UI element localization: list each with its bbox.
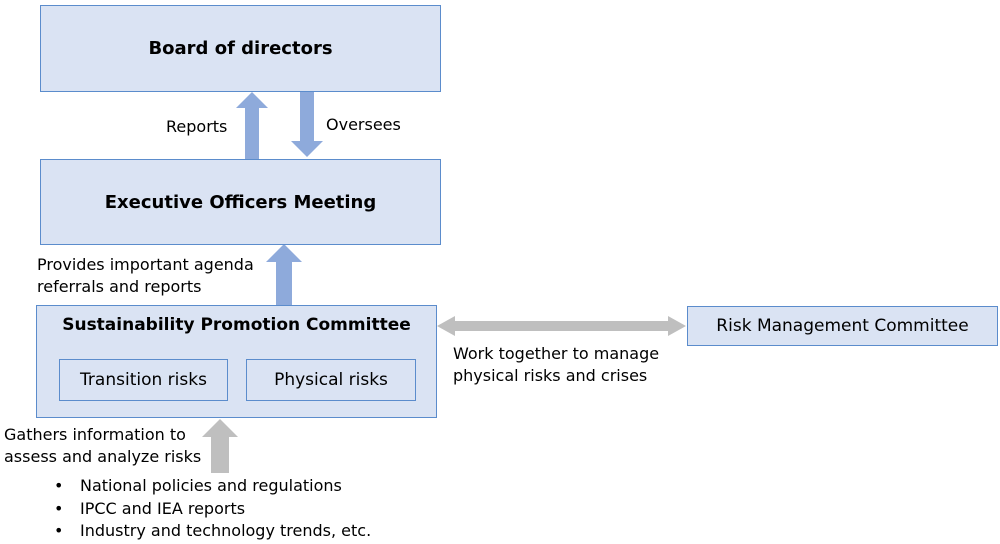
source-item: •National policies and regulations bbox=[54, 475, 371, 498]
source-item: •IPCC and IEA reports bbox=[54, 498, 371, 521]
source-item: •Industry and technology trends, etc. bbox=[54, 520, 371, 543]
gathers-label-line2: assess and analyze risks bbox=[4, 447, 202, 466]
sustainability-title: Sustainability Promotion Committee bbox=[62, 315, 411, 335]
risk-management-title: Risk Management Committee bbox=[716, 316, 969, 336]
provides-label-line1: Provides important agenda bbox=[37, 255, 254, 274]
sustainability-committee-box: Sustainability Promotion Committee Trans… bbox=[36, 305, 437, 418]
provides-label: Provides important agenda referrals and … bbox=[37, 254, 254, 298]
provides-label-line2: referrals and reports bbox=[37, 277, 202, 296]
bullet-icon: • bbox=[54, 521, 64, 540]
bullet-icon: • bbox=[54, 476, 64, 495]
gathers-arrow bbox=[202, 419, 238, 473]
physical-risks-box: Physical risks bbox=[246, 359, 416, 401]
board-of-directors-box: Board of directors bbox=[40, 5, 441, 92]
executive-officers-box: Executive Officers Meeting bbox=[40, 159, 441, 245]
work-together-line2: physical risks and crises bbox=[453, 366, 648, 385]
executive-title: Executive Officers Meeting bbox=[104, 191, 377, 213]
work-together-arrow bbox=[437, 316, 686, 336]
physical-risks-label: Physical risks bbox=[274, 370, 388, 390]
bullet-icon: • bbox=[54, 498, 64, 518]
work-together-label: Work together to manage physical risks a… bbox=[453, 343, 659, 387]
board-title: Board of directors bbox=[148, 38, 333, 59]
gathers-label-line1: Gathers information to bbox=[4, 425, 186, 444]
information-sources-list: •National policies and regulations •IPCC… bbox=[54, 475, 371, 543]
reports-label: Reports bbox=[166, 117, 228, 136]
gathers-label: Gathers information to assess and analyz… bbox=[4, 424, 201, 468]
transition-risks-label: Transition risks bbox=[80, 370, 207, 390]
risk-management-box: Risk Management Committee bbox=[687, 306, 998, 346]
work-together-line1: Work together to manage bbox=[453, 344, 660, 363]
provides-arrow bbox=[266, 244, 302, 305]
oversees-arrow bbox=[291, 92, 323, 157]
oversees-label: Oversees bbox=[326, 115, 401, 134]
transition-risks-box: Transition risks bbox=[59, 359, 228, 401]
reports-arrow bbox=[236, 92, 268, 159]
